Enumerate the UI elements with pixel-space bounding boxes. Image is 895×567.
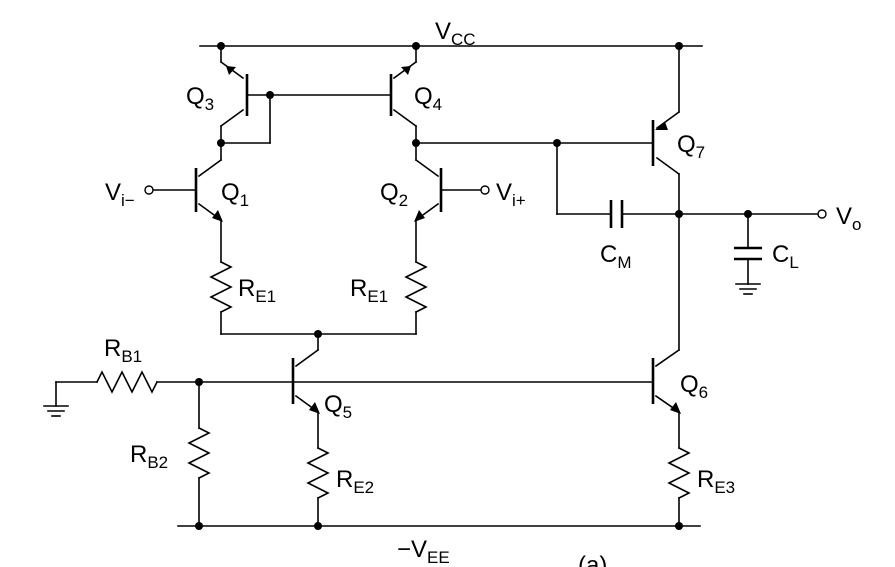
vo-terminal [817, 209, 827, 219]
label-cl: CL [772, 241, 799, 272]
label-vin-minus: Vi− [105, 179, 135, 210]
transistor-q5 [291, 333, 320, 449]
label-vcc: VCC [435, 18, 476, 49]
label-vo: Vo [836, 203, 861, 234]
label-re3: RE3 [697, 466, 735, 497]
resistor-rb1 [55, 370, 200, 394]
transistor-q4 [269, 45, 420, 147]
label-vee: −VEE [397, 536, 450, 567]
vin-plus-terminal [480, 185, 490, 195]
label-vin-plus: Vi+ [496, 179, 526, 210]
label-q6: Q6 [680, 371, 708, 402]
resistor-re1-left [209, 260, 233, 335]
label-re2: RE2 [336, 466, 374, 497]
label-q3: Q3 [186, 83, 214, 114]
capacitor-cm [556, 142, 680, 228]
transistor-q6 [651, 213, 681, 449]
ground-symbol-right [735, 283, 761, 295]
vin-minus-terminal [144, 185, 154, 195]
label-q1: Q1 [221, 179, 249, 210]
transistor-q7 [415, 45, 681, 215]
label-rb1: RB1 [104, 335, 142, 366]
label-cm: CM [600, 241, 632, 272]
capacitor-cl [734, 213, 762, 285]
transistor-q2 [414, 142, 482, 263]
bias-line [195, 378, 654, 386]
transistor-q1 [152, 142, 223, 263]
label-caption: (a) [578, 552, 607, 567]
resistor-re1-right [404, 260, 428, 335]
label-rb2: RB2 [130, 441, 168, 472]
label-re1-right: RE1 [350, 275, 388, 306]
resistor-re2 [306, 446, 330, 527]
output-node [675, 210, 819, 218]
vee-rail [177, 522, 701, 530]
label-q2: Q2 [380, 179, 408, 210]
label-re1-left: RE1 [238, 275, 276, 306]
transistor-q3 [217, 45, 274, 147]
resistor-re3 [667, 446, 691, 527]
ground-symbol-left [43, 381, 69, 417]
resistor-rb2 [187, 381, 211, 527]
label-q4: Q4 [414, 83, 442, 114]
label-q7: Q7 [677, 131, 705, 162]
label-q5: Q5 [324, 391, 352, 422]
